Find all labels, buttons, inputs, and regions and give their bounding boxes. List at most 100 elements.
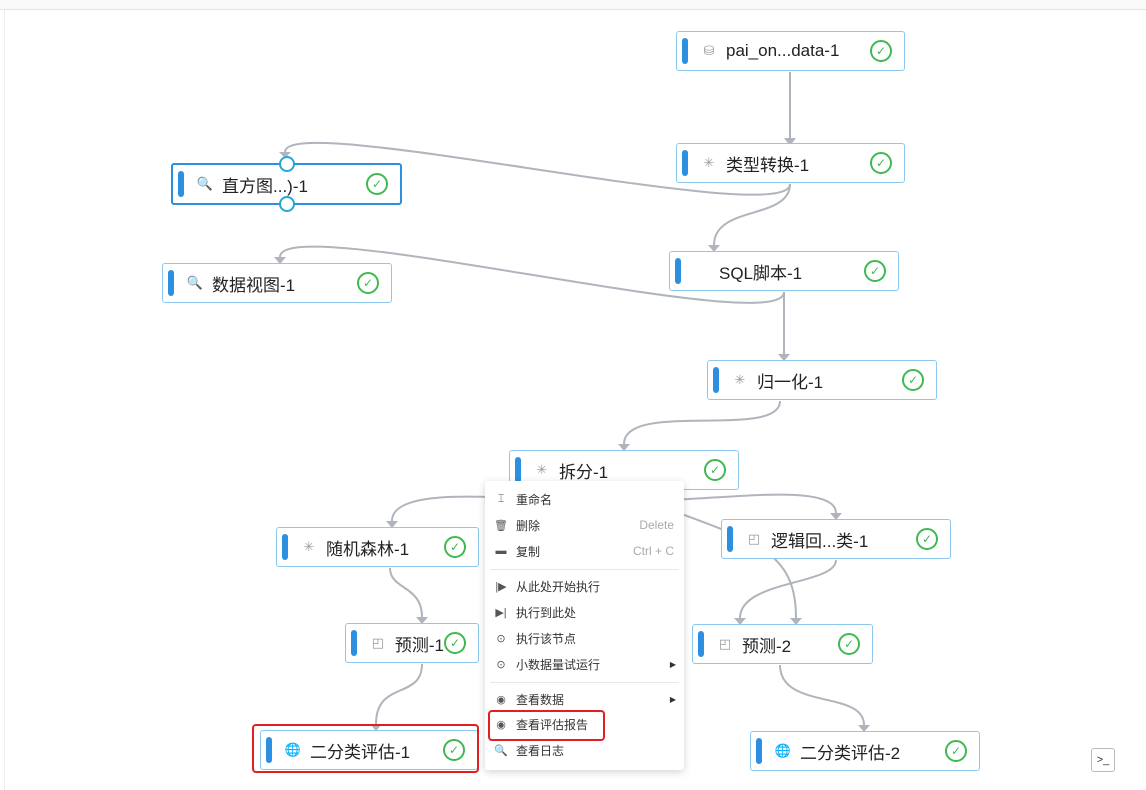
- node-label: 预测-2: [742, 636, 792, 656]
- node-label: 二分类评估-2: [800, 743, 901, 763]
- node-status-bar: [266, 737, 272, 763]
- check-circle-icon: ✓: [443, 739, 465, 761]
- edge-arrow: [386, 521, 398, 528]
- menu-item-view-eval-report[interactable]: ◉查看评估报告: [485, 712, 684, 736]
- highlight-eval-report: [488, 710, 605, 741]
- workflow-node[interactable]: ◰预测-2✓: [692, 624, 873, 664]
- edge-arrow: [274, 257, 286, 264]
- run-to-icon: ▶|: [495, 606, 507, 619]
- edge: [739, 559, 837, 619]
- node-status-bar: [727, 526, 733, 552]
- globe-icon: 🌐: [284, 742, 302, 757]
- workflow-node[interactable]: ◰ 预测-1✓: [345, 623, 479, 663]
- transform-icon: ✳: [303, 539, 315, 554]
- workflow-node[interactable]: ✳类型转换-1✓: [676, 143, 905, 183]
- play-circle-icon: ⊙: [496, 632, 506, 645]
- node-label: 二分类评估-1: [310, 742, 411, 762]
- workflow-node[interactable]: 🌐 二分类评估-2 ✓: [750, 731, 980, 771]
- edge: [779, 664, 865, 726]
- workflow-node[interactable]: SQL脚本-1✓: [669, 251, 899, 291]
- edge-arrow: [416, 617, 428, 624]
- edge: [623, 400, 781, 445]
- node-status-bar: [515, 457, 521, 483]
- node-label: 预测-1: [394, 635, 444, 655]
- model-icon: ◰: [371, 635, 385, 650]
- node-status-bar: [675, 258, 681, 284]
- edge: [713, 183, 791, 246]
- copy-icon: ▬: [495, 545, 507, 557]
- globe-icon: 🌐: [774, 743, 792, 758]
- menu-item-run-from-here[interactable]: |▶从此处开始执行: [495, 579, 601, 594]
- node-label: 拆分-1: [559, 462, 609, 482]
- trash-icon: 🗑: [494, 519, 508, 532]
- node-label: 随机森林-1: [326, 539, 410, 559]
- top-toolbar-edge: [0, 0, 1146, 10]
- menu-item-view-log[interactable]: 🔍查看日志: [494, 743, 565, 758]
- check-circle-icon: ✓: [366, 173, 388, 195]
- node-status-bar: [168, 270, 174, 296]
- check-circle-icon: ✓: [916, 528, 938, 550]
- report-search-icon: 🔍: [186, 275, 204, 290]
- workflow-node[interactable]: ✳ 随机森林-1 ✓: [276, 527, 479, 567]
- database-icon: ⛁: [703, 43, 715, 58]
- edge-arrow: [830, 513, 842, 520]
- menu-item-small-data-run[interactable]: ⊙小数据量试运行▶: [485, 652, 684, 676]
- menu-item-rename[interactable]: ⌶重命名: [485, 487, 684, 511]
- check-circle-icon: ✓: [870, 40, 892, 62]
- node-status-bar: [682, 150, 688, 176]
- menu-item-run-node[interactable]: ⊙执行该节点: [485, 626, 684, 650]
- edge: [279, 245, 785, 304]
- node-label: 数据视图-1: [212, 275, 296, 295]
- menu-item-run-to-here[interactable]: ▶|执行到此处: [495, 605, 577, 620]
- node-label: 归一化-1: [757, 372, 824, 392]
- node-status-bar: [698, 631, 704, 657]
- edge-arrow: [858, 725, 870, 732]
- edge-arrow: [734, 618, 746, 625]
- output-port[interactable]: [279, 196, 295, 212]
- code-icon: [693, 262, 711, 280]
- eye-icon: ◉: [496, 718, 506, 731]
- input-port[interactable]: [279, 156, 295, 172]
- transform-icon: ✳: [734, 372, 746, 387]
- run-from-icon: |▶: [495, 580, 507, 593]
- workflow-node[interactable]: 🔍直方图...)-1✓: [171, 156, 402, 212]
- edge: [375, 663, 423, 725]
- workflow-node[interactable]: ◰ 逻辑回...类-1 ✓: [721, 519, 951, 559]
- check-circle-icon: ✓: [444, 536, 466, 558]
- node-label: 逻辑回...类-1: [771, 531, 869, 551]
- terminal-button[interactable]: >_: [1091, 748, 1115, 772]
- workflow-node[interactable]: 🔍数据视图-1✓: [162, 263, 392, 303]
- terminal-icon: >_: [1096, 754, 1110, 766]
- transform-icon: ✳: [536, 462, 548, 477]
- highlight-eval-node: [252, 724, 479, 773]
- workflow-node[interactable]: ✳归一化-1✓: [707, 360, 937, 400]
- edge: [284, 141, 791, 196]
- node-status-bar: [282, 534, 288, 560]
- node-status-bar: [713, 367, 719, 393]
- play-circle-icon: ⊙: [496, 658, 506, 671]
- menu-item-view-data[interactable]: ◉查看数据▶: [485, 687, 684, 711]
- edge-arrow: [778, 354, 790, 361]
- model-icon: ◰: [747, 531, 761, 546]
- menu-divider: [490, 569, 679, 570]
- menu-divider: [490, 682, 679, 683]
- edge-arrow: [279, 152, 291, 158]
- workflow-node[interactable]: ⛁pai_on...data-1✓: [676, 31, 905, 71]
- edge-arrow: [784, 138, 796, 146]
- edge-arrow: [708, 245, 720, 252]
- check-circle-icon: ✓: [444, 632, 466, 654]
- report-search-icon: 🔍: [196, 176, 214, 191]
- check-circle-icon: ✓: [704, 459, 726, 481]
- submenu-arrow-icon: ▶: [669, 694, 676, 704]
- check-circle-icon: ✓: [870, 152, 892, 174]
- node-status-bar: [756, 738, 762, 764]
- node-label: 类型转换-1: [726, 155, 810, 175]
- check-circle-icon: ✓: [838, 633, 860, 655]
- check-circle-icon: ✓: [945, 740, 967, 762]
- rename-icon: ⌶: [497, 492, 505, 505]
- submenu-arrow-icon: ▶: [669, 659, 676, 669]
